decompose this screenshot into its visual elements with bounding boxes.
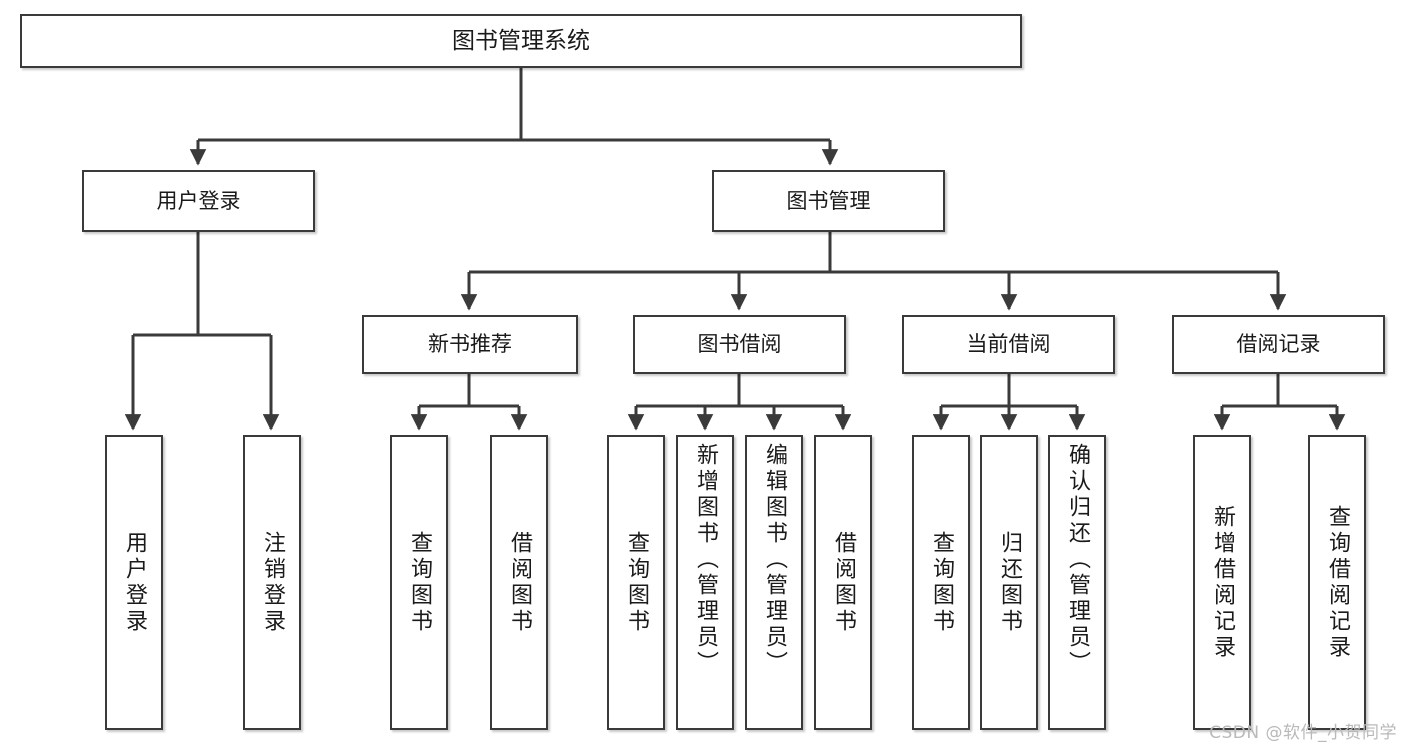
leaf-query-book-cb[interactable]: 查询图书 bbox=[912, 435, 970, 730]
leaf-logout-label: 注销登录 bbox=[260, 530, 285, 635]
leaf-borrow-book-nbr-label: 借阅图书 bbox=[507, 530, 532, 635]
node-root-system-label: 图书管理系统 bbox=[452, 27, 590, 54]
leaf-query-borrow-record-label: 查询借阅记录 bbox=[1325, 504, 1350, 661]
leaf-confirm-return-admin[interactable]: 确认归还（管理员） bbox=[1048, 435, 1106, 730]
leaf-query-book-bb-label: 查询图书 bbox=[624, 530, 649, 635]
node-user-login-label: 用户登录 bbox=[156, 188, 241, 213]
leaf-add-book-admin[interactable]: 新增图书（管理员） bbox=[676, 435, 734, 730]
leaf-return-book-label: 归还图书 bbox=[997, 530, 1022, 635]
leaf-edit-book-admin-label: 编辑图书（管理员） bbox=[762, 443, 787, 677]
leaf-query-book-cb-label: 查询图书 bbox=[929, 530, 954, 635]
leaf-borrow-book-bb-label: 借阅图书 bbox=[831, 530, 856, 635]
csdn-watermark: CSDN @软件_小贺同学 bbox=[1209, 723, 1397, 743]
leaf-query-book-nbr[interactable]: 查询图书 bbox=[390, 435, 448, 730]
node-new-book-recommend-label: 新书推荐 bbox=[428, 332, 512, 357]
leaf-add-book-admin-label: 新增图书（管理员） bbox=[693, 443, 718, 677]
leaf-edit-book-admin[interactable]: 编辑图书（管理员） bbox=[745, 435, 803, 730]
leaf-borrow-book-nbr[interactable]: 借阅图书 bbox=[490, 435, 548, 730]
leaf-confirm-return-admin-label: 确认归还（管理员） bbox=[1065, 443, 1090, 677]
node-current-borrow[interactable]: 当前借阅 bbox=[902, 315, 1115, 374]
leaf-user-login-label: 用户登录 bbox=[122, 530, 147, 635]
node-book-borrow-label: 图书借阅 bbox=[697, 332, 782, 357]
leaf-borrow-book-bb[interactable]: 借阅图书 bbox=[814, 435, 872, 730]
node-current-borrow-label: 当前借阅 bbox=[966, 332, 1051, 357]
node-book-management-label: 图书管理 bbox=[786, 188, 871, 213]
leaf-query-book-nbr-label: 查询图书 bbox=[407, 530, 432, 635]
node-book-management[interactable]: 图书管理 bbox=[712, 170, 945, 232]
node-book-borrow[interactable]: 图书借阅 bbox=[633, 315, 846, 374]
node-borrow-record[interactable]: 借阅记录 bbox=[1172, 315, 1385, 374]
leaf-query-book-bb[interactable]: 查询图书 bbox=[607, 435, 665, 730]
node-root-system[interactable]: 图书管理系统 bbox=[20, 14, 1022, 68]
leaf-add-borrow-record-label: 新增借阅记录 bbox=[1210, 504, 1235, 661]
leaf-logout[interactable]: 注销登录 bbox=[243, 435, 301, 730]
node-new-book-recommend[interactable]: 新书推荐 bbox=[362, 315, 578, 374]
leaf-add-borrow-record[interactable]: 新增借阅记录 bbox=[1193, 435, 1251, 730]
node-user-login[interactable]: 用户登录 bbox=[82, 170, 315, 232]
leaf-user-login[interactable]: 用户登录 bbox=[105, 435, 163, 730]
leaf-query-borrow-record[interactable]: 查询借阅记录 bbox=[1308, 435, 1366, 730]
leaf-return-book[interactable]: 归还图书 bbox=[980, 435, 1038, 730]
node-borrow-record-label: 借阅记录 bbox=[1236, 332, 1321, 357]
